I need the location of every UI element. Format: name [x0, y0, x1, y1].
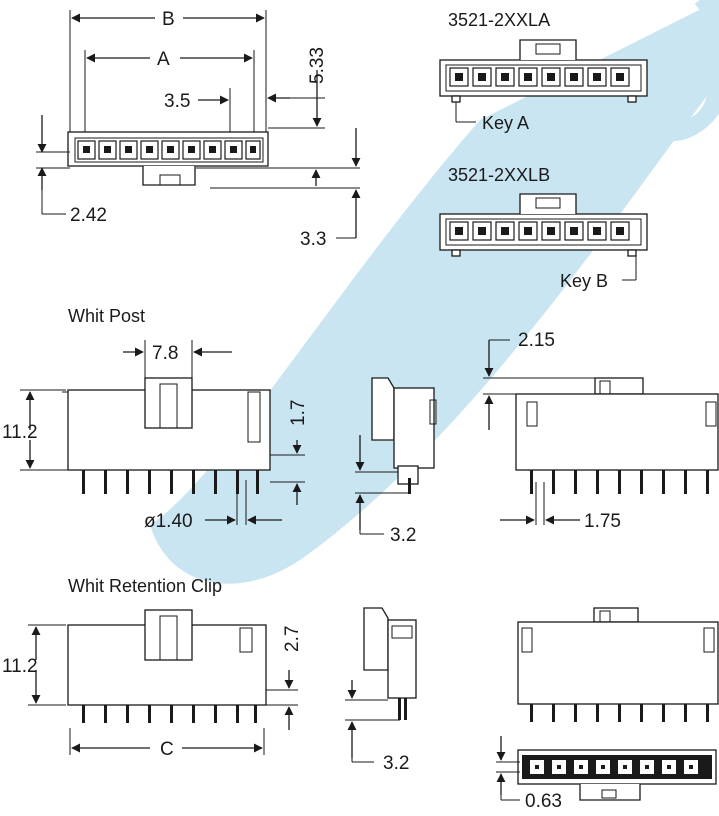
clip-c-label: C	[160, 739, 174, 760]
post-end-view-drawing	[355, 377, 437, 535]
dim-height-label: 5.33	[307, 47, 328, 84]
post-tail-label: 3.2	[390, 525, 416, 546]
clip-rear-view-drawing	[517, 607, 719, 722]
dim-offset-label: 2.42	[70, 205, 107, 226]
clip-clip-label: 2.7	[282, 626, 303, 652]
post-spacing-label: 1.75	[584, 511, 621, 532]
dim-bottom-label: 3.3	[300, 229, 326, 250]
dim-a-label: A	[157, 49, 170, 70]
post-diameter-label: ø1.40	[144, 511, 193, 532]
clip-section-title: Whit Retention Clip	[68, 576, 222, 596]
key-b-drawing	[439, 193, 648, 281]
post-height-label: 11.2	[2, 422, 38, 443]
clip-gap-label: 0.63	[525, 791, 562, 812]
part-b-label: 3521-2XXLB	[448, 165, 550, 185]
key-a-label: Key A	[482, 113, 529, 133]
post-side-view-drawing	[20, 340, 305, 525]
clip-side-view-drawing	[28, 609, 298, 755]
clip-end-view-drawing	[345, 607, 417, 763]
clip-height-label: 11.2	[2, 656, 38, 677]
clip-tail-label: 3.2	[383, 753, 409, 774]
post-width-label: 7.8	[152, 343, 178, 364]
post-rear-view-drawing	[483, 339, 719, 525]
key-a-drawing	[439, 39, 648, 123]
post-section-title: Whit Post	[68, 306, 145, 326]
key-b-label: Key B	[560, 271, 608, 291]
clip-bottom-view-drawing	[496, 736, 717, 801]
dim-pitch-label: 3.5	[164, 91, 190, 112]
post-top-label: 2.15	[518, 330, 555, 351]
post-pin-length-label: 1.7	[288, 400, 309, 426]
top-view-drawing	[36, 10, 361, 239]
part-a-label: 3521-2XXLA	[448, 10, 550, 30]
dim-b-label: B	[162, 9, 175, 30]
